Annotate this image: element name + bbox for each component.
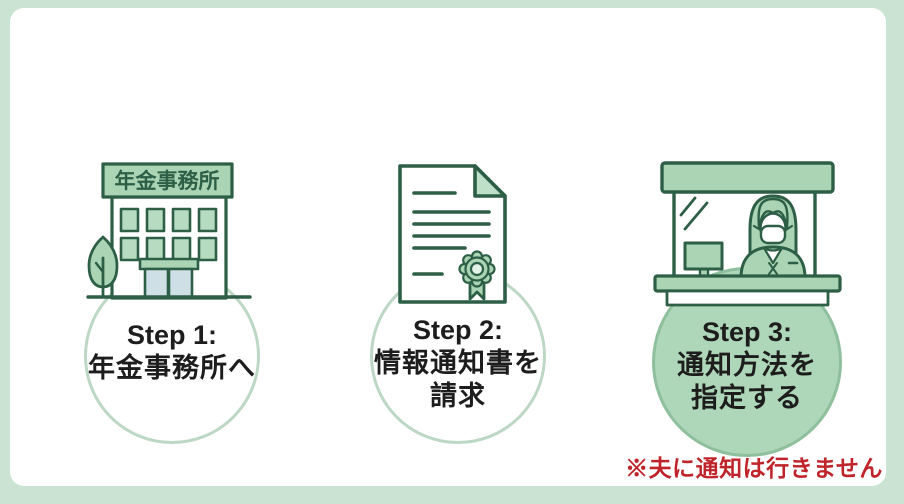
counter-front-panel — [665, 289, 830, 307]
step-2-label: Step 2: — [412, 315, 504, 345]
step-1-title: 年金事務所へ — [88, 353, 256, 383]
step-3-title-line-1: 通知方法を — [677, 350, 817, 380]
folded-corner — [473, 164, 507, 198]
computer-monitor — [683, 241, 724, 279]
building-windows — [119, 207, 218, 262]
note-text: ※夫に通知は行きません — [625, 455, 883, 481]
step-2-title-line-2: 請求 — [430, 381, 486, 411]
rosette-seal — [458, 250, 496, 301]
entrance-canopy — [138, 257, 200, 271]
bangs — [757, 197, 789, 229]
entrance-door-right — [167, 267, 194, 299]
face-mask — [759, 224, 787, 245]
reception-counter-icon — [653, 161, 842, 307]
text-lines — [412, 191, 491, 276]
step-2-text: Step 2: 情報通知書を 請求 — [362, 313, 554, 413]
step-1-text: Step 1: 年金事務所へ — [74, 318, 270, 385]
receptionist — [739, 194, 807, 280]
entrance-door-left — [143, 267, 170, 299]
pension-office-building-icon: 年金事務所 — [86, 162, 252, 300]
booth-header — [660, 161, 835, 194]
step-2-title-line-1: 情報通知書を — [374, 348, 542, 378]
step-3-text: Step 3: 通知方法を 指定する — [652, 315, 842, 415]
tree — [87, 235, 119, 299]
certificate-document-icon — [398, 164, 507, 304]
step-3-title-line-2: 指定する — [691, 383, 803, 413]
step-1-label: Step 1: — [126, 320, 218, 350]
step-3-label: Step 3: — [701, 317, 793, 347]
counter-top — [653, 274, 842, 293]
building-sign — [101, 162, 234, 199]
collar — [762, 246, 784, 265]
glass-reflection — [679, 196, 709, 231]
building-sign-label: 年金事務所 — [115, 169, 220, 193]
